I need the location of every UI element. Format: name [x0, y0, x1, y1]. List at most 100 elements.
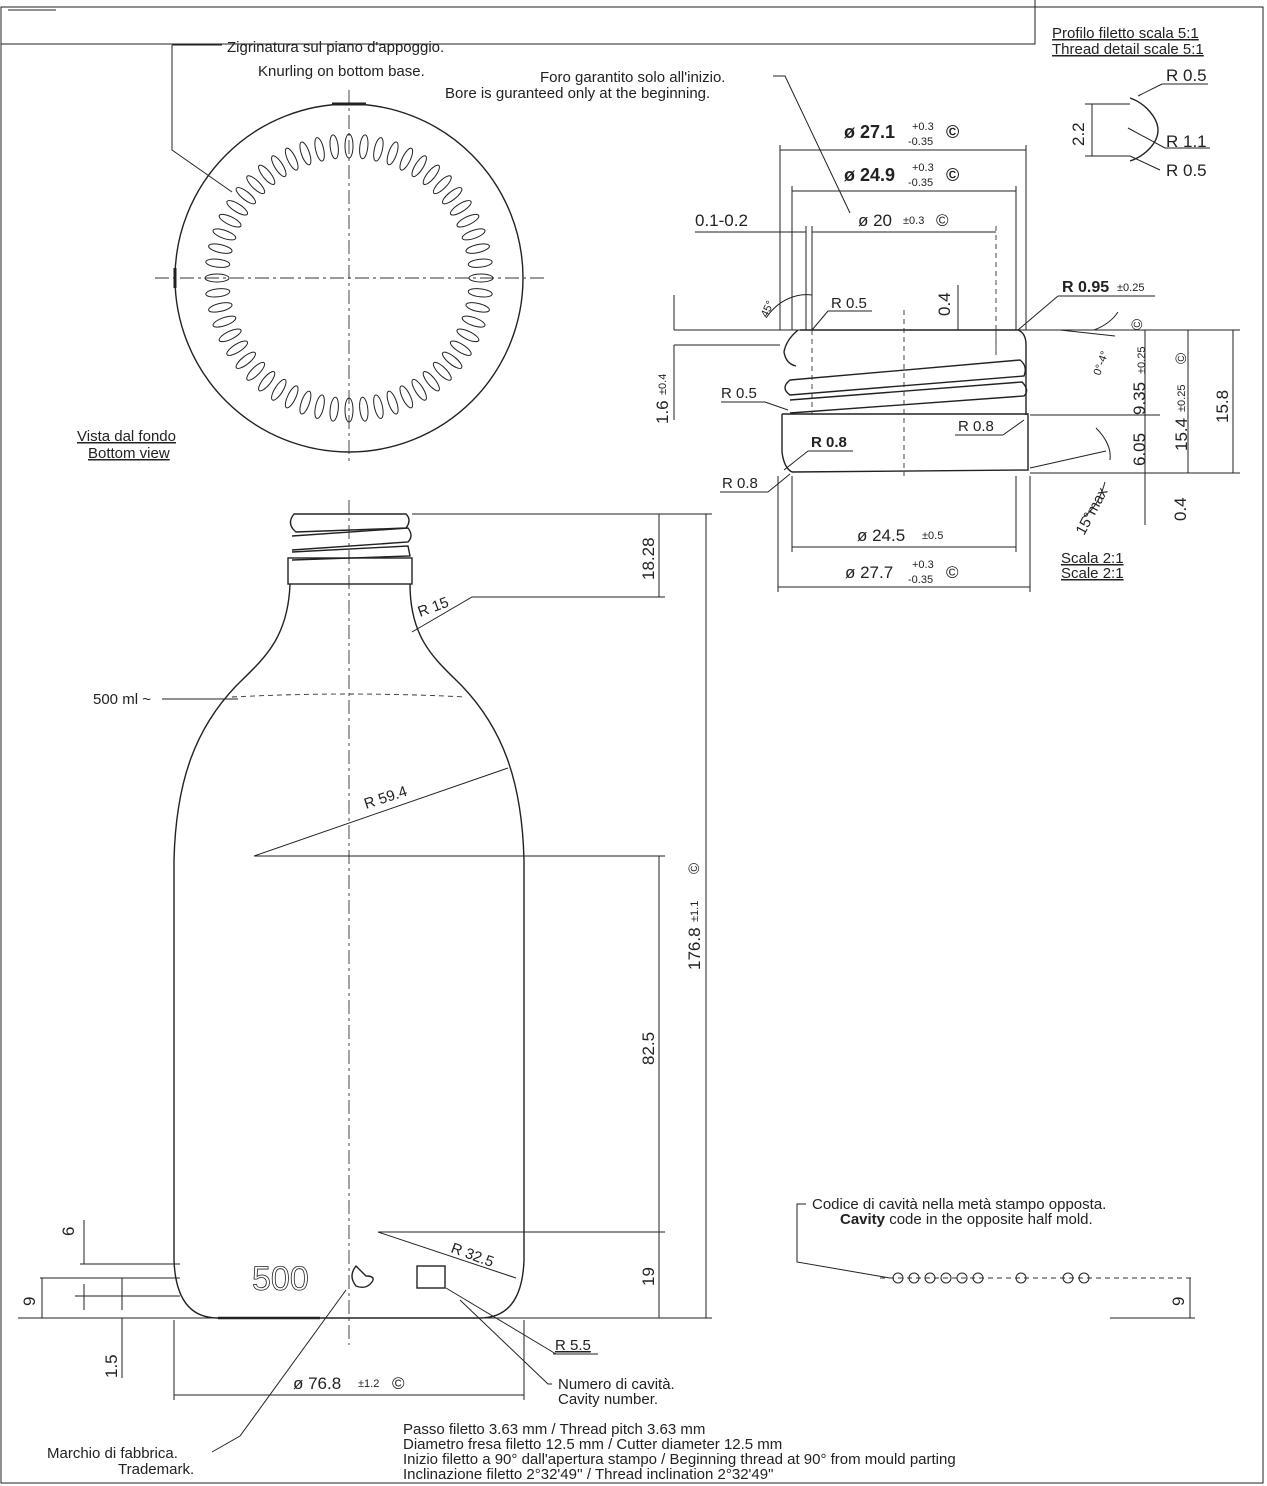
note-knurling-it: Zigrinatura sul piano d'appoggio.: [227, 39, 444, 56]
cavity-dot: [1062, 1272, 1074, 1284]
thread-specs: Passo filetto 3.63 mm / Thread pitch 3.6…: [403, 1421, 956, 1483]
knurl-mark: [411, 378, 427, 401]
dim-thread-r05-bot: R 0.5: [1166, 161, 1207, 180]
dim-d277-tol-dn: -0.35: [908, 574, 933, 586]
spec-line: Diametro fresa filetto 12.5 mm / Cutter …: [403, 1436, 782, 1453]
knurl-mark: [226, 200, 249, 216]
dim-h9-right: 9: [1169, 1297, 1188, 1306]
knurl-mark: [299, 141, 312, 166]
knurl-mark: [422, 164, 440, 186]
dim-d768: ø 76.8: [293, 1374, 341, 1393]
dim-d768-sym: ©: [392, 1374, 405, 1393]
dim-r05a: R 0.5: [831, 295, 867, 312]
dim-gap: 0.1-0.2: [695, 211, 748, 230]
knurl-mark: [411, 155, 427, 178]
cavity-dot: [972, 1272, 984, 1284]
knurl-mark: [271, 155, 287, 178]
knurl-mark: [373, 394, 384, 419]
dim-d277: ø 27.7: [845, 563, 893, 582]
knurl-mark: [461, 228, 486, 241]
knurl-mark: [314, 394, 325, 419]
dim-v154-tol: ±0.25: [1176, 385, 1188, 412]
dim-r325: R 32.5: [449, 1240, 496, 1271]
knurl-mark: [359, 134, 369, 160]
dim-d271: ø 27.1: [844, 122, 895, 142]
dim-d249-tol-dn: -0.35: [908, 177, 933, 189]
cavity-dot: [908, 1272, 920, 1284]
dim-h9-left: 9: [20, 1297, 39, 1306]
dim-d20-sym: ©: [936, 211, 949, 230]
knurl-mark: [399, 385, 414, 409]
dim-v605: 6.05: [1130, 433, 1149, 466]
knurl-mark: [422, 370, 440, 392]
knurl-mark: [467, 258, 493, 268]
knurl-mark: [204, 273, 230, 283]
knurl-mark: [212, 315, 237, 328]
dim-angle45: 45°: [759, 299, 777, 319]
knurl-mark: [449, 340, 472, 356]
knurl-mark: [205, 258, 231, 268]
knurl-mark: [208, 243, 233, 254]
knurl-mark: [329, 396, 339, 422]
note-trademark-it: Marchio di fabbrica.: [47, 1445, 178, 1462]
cavity-dot: [924, 1272, 936, 1284]
knurl-mark: [258, 370, 276, 392]
spec-line: Passo filetto 3.63 mm / Thread pitch 3.6…: [403, 1421, 705, 1438]
dim-angle15: 15°max: [1073, 484, 1112, 537]
knurl-mark: [468, 273, 494, 283]
knurl-mark: [467, 288, 493, 298]
note-volume: 500 ml ~: [93, 691, 151, 708]
dim-v158: 15.8: [1213, 390, 1232, 423]
knurl-mark: [235, 351, 257, 369]
knurl-mark: [329, 134, 339, 160]
dim-d271-sym: ©: [946, 122, 959, 142]
dim-thread-r05-top: R 0.5: [1166, 66, 1207, 85]
knurl-mark: [246, 175, 266, 195]
dim-d249: ø 24.9: [844, 165, 895, 185]
knurl-mark: [218, 213, 242, 228]
knurl-mark: [359, 396, 369, 422]
knurl-mark: [208, 302, 233, 313]
spec-line: Inizio filetto a 90° dall'apertura stamp…: [403, 1451, 956, 1468]
dim-h1768-tol: ±1.1: [689, 901, 701, 922]
dim-h1768-sym: ©: [686, 863, 703, 874]
knurl-mark: [284, 385, 299, 409]
knurl-mark: [432, 175, 452, 195]
knurl-mark: [284, 147, 299, 171]
note-knurling-en: Knurling on bottom base.: [258, 63, 425, 80]
knurl-mark: [441, 351, 463, 369]
knurl-mark: [386, 390, 399, 415]
thread-profile-detail: Profilo filetto scala 5:1 Thread detail …: [1052, 25, 1210, 180]
knurl-mark: [456, 213, 480, 228]
finish-detail: Foro garantito solo all'inizio. Bore is …: [445, 69, 1240, 592]
knurl-mark: [344, 133, 354, 159]
knurl-mark: [461, 315, 486, 328]
dim-v935-tol: ±0.25: [1136, 347, 1148, 374]
cavity-code-dots: [892, 1272, 1090, 1284]
cavity-dot: [956, 1272, 968, 1284]
knurl-mark: [212, 228, 237, 241]
cavity-dot: [1015, 1272, 1027, 1284]
spec-line: Inclinazione filetto 2°32'49'' / Thread …: [403, 1466, 773, 1483]
knurl-mark: [386, 141, 399, 166]
bottom-view-label-en: Bottom view: [88, 445, 170, 462]
knurl-mark: [449, 200, 472, 216]
note-cavity-code-en: Cavity code in the opposite half mold.: [840, 1211, 1093, 1228]
dim-d20: ø 20: [858, 211, 892, 230]
dim-h825: 82.5: [639, 1032, 658, 1065]
dim-h1828: 18.28: [639, 537, 658, 580]
dim-r08c: R 0.8: [722, 475, 758, 492]
dim-v154-sym: ©: [1173, 353, 1190, 364]
dim-thread-r11: R 1.1: [1166, 132, 1207, 151]
dim-d245: ø 24.5: [857, 526, 905, 545]
dim-h1768: 176.8: [685, 927, 704, 970]
knurling-ring: [204, 133, 494, 423]
dim-r08a: R 0.8: [958, 418, 994, 435]
knurl-mark: [432, 361, 452, 381]
trademark-icon: [351, 1264, 374, 1289]
dim-d245-tol: ±0.5: [922, 530, 943, 542]
dim-v935: 9.35: [1130, 382, 1149, 415]
dim-r594: R 59.4: [362, 783, 409, 813]
dim-v16-tol: ±0.4: [657, 374, 669, 395]
